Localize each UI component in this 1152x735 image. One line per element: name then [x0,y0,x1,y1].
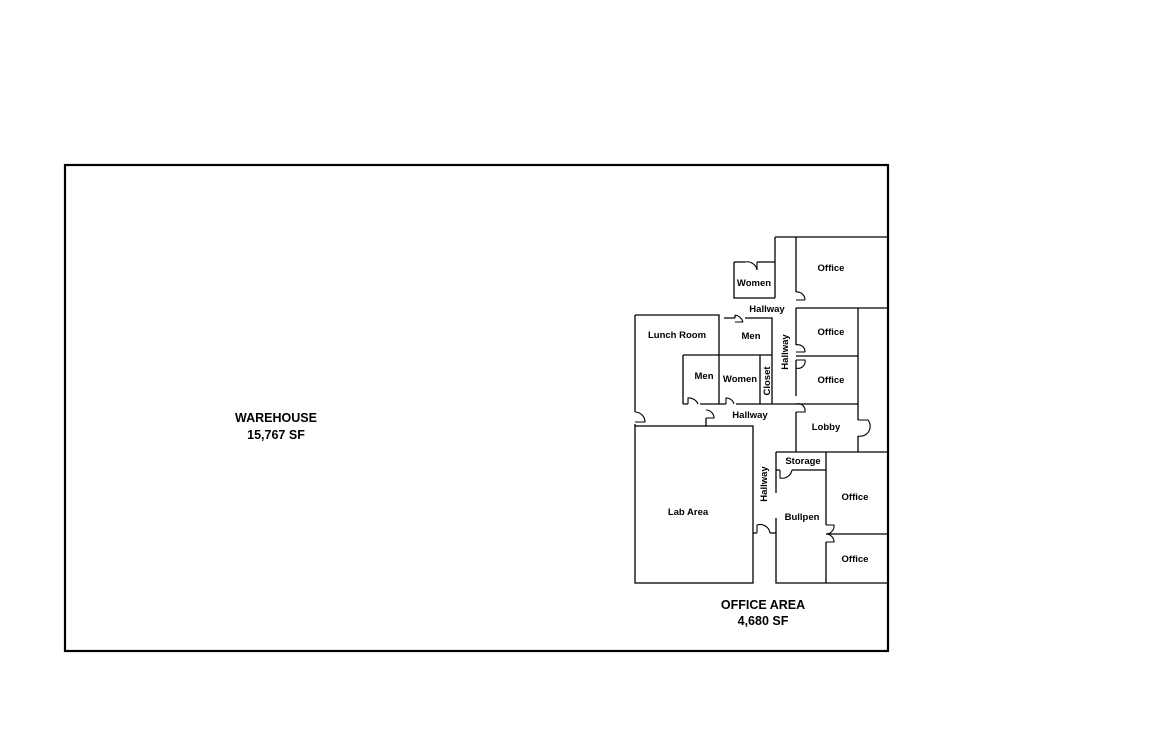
room-label: Lunch Room [648,330,706,341]
room-label: Storage [785,456,820,467]
door-swings [634,261,871,543]
room-label: Women [737,278,771,289]
room-label: Men [695,371,714,382]
room-label: Office [842,492,869,503]
room-label: Office [818,327,845,338]
room-label: Closet [762,366,773,396]
room-label: Women [723,374,757,385]
room-label: Hallway [749,304,785,315]
room-label: Hallway [732,410,768,421]
office-area-name: OFFICE AREA [721,598,805,612]
warehouse-area: 15,767 SF [247,428,305,442]
walls [634,236,888,584]
office-area-size: 4,680 SF [738,614,789,628]
room-label: Lobby [812,422,841,433]
warehouse-name: WAREHOUSE [235,411,317,425]
building-outline [63,163,890,653]
room-label: Office [842,554,869,565]
room-label: Lab Area [668,507,709,518]
room-label: Hallway [780,334,791,370]
room-label: Office [818,263,845,274]
room-label: Bullpen [785,512,820,523]
room-label: Office [818,375,845,386]
room-label: Men [742,331,761,342]
room-label: Hallway [759,466,770,502]
